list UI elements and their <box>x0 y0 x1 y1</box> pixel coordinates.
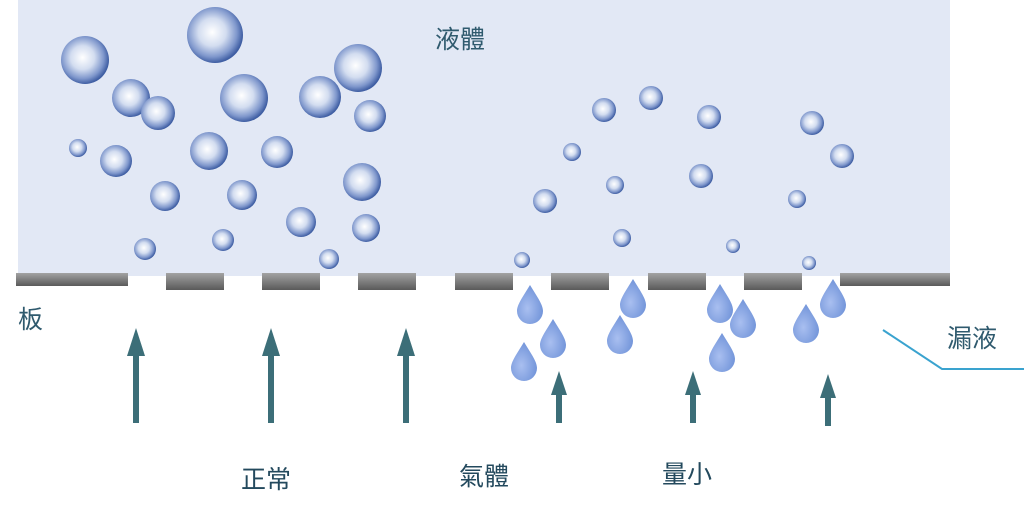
plate-segment <box>840 273 950 286</box>
bubble <box>514 252 530 268</box>
bubble <box>141 96 175 130</box>
bubble <box>563 143 581 161</box>
plate-segment <box>262 273 320 290</box>
bubble <box>802 256 816 270</box>
bubble <box>61 36 109 84</box>
bubble <box>613 229 631 247</box>
up-arrow-small <box>685 371 701 423</box>
bubble <box>788 190 806 208</box>
droplet <box>707 284 733 323</box>
bubble <box>830 144 854 168</box>
bubble <box>606 176 624 194</box>
bubble <box>354 100 386 132</box>
bubble <box>134 238 156 260</box>
bubble <box>726 239 740 253</box>
up-arrow-small <box>820 374 836 426</box>
up-arrow-small <box>551 371 567 423</box>
bubble <box>220 74 268 122</box>
bubble <box>319 249 339 269</box>
liquid-region <box>18 0 950 276</box>
droplet <box>793 304 819 343</box>
bubble <box>286 207 316 237</box>
bubble <box>533 189 557 213</box>
bubble <box>69 139 87 157</box>
gas-flow-arrows <box>127 328 836 426</box>
gas-label: 氣體 <box>459 462 509 491</box>
bubble <box>150 181 180 211</box>
droplet <box>540 319 566 358</box>
bubble <box>112 79 150 117</box>
bubble <box>212 229 234 251</box>
tray-plate <box>16 273 950 290</box>
up-arrow-large <box>262 328 280 423</box>
droplet <box>730 299 756 338</box>
bubble <box>689 164 713 188</box>
bubble <box>334 44 382 92</box>
droplet <box>517 285 543 324</box>
small-amount-label: 量小 <box>662 460 712 489</box>
bubble <box>639 86 663 110</box>
droplet <box>511 342 537 381</box>
plate-segment <box>551 273 609 290</box>
bubble <box>261 136 293 168</box>
bubble <box>697 105 721 129</box>
plate-segment <box>648 273 706 290</box>
leak-leader-line <box>882 329 1024 370</box>
plate-label: 板 <box>18 305 43 334</box>
liquid-label: 液體 <box>435 25 485 54</box>
bubble <box>100 145 132 177</box>
plate-segment <box>744 273 802 290</box>
bubble <box>227 180 257 210</box>
up-arrow-large <box>127 328 145 423</box>
leaking-drops <box>511 279 846 381</box>
bubble <box>343 163 381 201</box>
plate-segment <box>16 273 128 286</box>
gas-bubbles <box>61 7 854 270</box>
droplet <box>709 333 735 372</box>
bubble <box>352 214 380 242</box>
leak-label: 漏液 <box>947 324 997 353</box>
bubble <box>190 132 228 170</box>
plate-segment <box>166 273 224 290</box>
up-arrow-large <box>397 328 415 423</box>
droplet <box>820 279 846 318</box>
droplet <box>620 279 646 318</box>
bubble <box>800 111 824 135</box>
plate-segment <box>358 273 416 290</box>
normal-label: 正常 <box>241 465 291 494</box>
bubble <box>299 76 341 118</box>
bubble <box>592 98 616 122</box>
plate-segment <box>455 273 513 290</box>
droplet <box>607 315 633 354</box>
bubble <box>187 7 243 63</box>
